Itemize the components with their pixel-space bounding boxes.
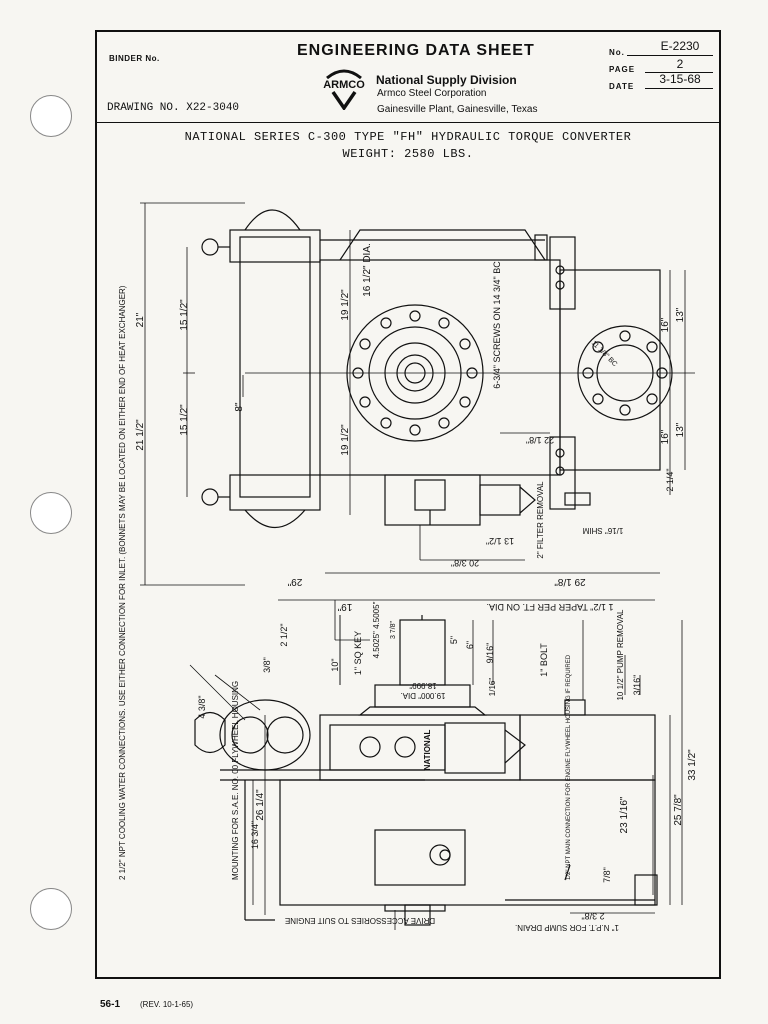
dim-1-16-label: 1/16": [488, 678, 497, 697]
national-brand: NATIONAL: [423, 730, 432, 771]
dim-2-quarter-label: 2 1/4": [665, 468, 675, 491]
dim-29-label: 29": [287, 576, 302, 587]
dim-13-b2-label: 13 1/2": [486, 536, 514, 546]
dim-26-quarter-label: 26 1/4": [255, 789, 266, 821]
armco-logo-icon: ARMCO: [323, 69, 365, 110]
dim-22-1-8-label: 22 1/8": [526, 435, 554, 445]
screws-note: 6-3/4" SCREWS ON 14 3/4" BC: [492, 261, 502, 389]
side-view-outline: [194, 615, 658, 926]
shaft-dia-label: 4.5025" 4.5005": [372, 601, 381, 658]
bolt-note: 1" BOLT: [539, 643, 549, 677]
dim-8-label: 8": [234, 402, 245, 412]
binder-hole-bottom: [30, 888, 72, 930]
dim-16-3-4-label: 16 3/4": [250, 821, 260, 849]
dim-33-half-label: 33 1/2": [687, 749, 695, 781]
drawing-number: DRAWING NO. X22-3040: [107, 102, 240, 114]
dim-3-7-8-label: 3 7/8": [390, 620, 397, 639]
binder-hole-middle: [30, 492, 72, 534]
binder-hole-top: [30, 95, 72, 137]
dim-9-16-label: 9/16": [485, 643, 495, 664]
data-sheet-frame: BINDER No. ENGINEERING DATA SHEET ARMCO …: [95, 30, 721, 979]
sump-note: 1" N.P.T. FOR SUMP DRAIN.: [515, 923, 619, 932]
dim-13-a-label: 13": [675, 307, 686, 322]
plant-location: Gainesville Plant, Gainesville, Texas: [377, 104, 538, 115]
dia-16-half-label: 16 1/2" DIA.: [362, 243, 373, 297]
dim-5-label: 5": [449, 636, 459, 644]
npt-note: 1/2" NPT MAIN CONNECTION FOR ENGINE FLYW…: [566, 654, 572, 880]
cooling-note: 2 1/2" NPT COOLING WATER CONNECTIONS. US…: [118, 285, 127, 880]
dim-15-half-b-label: 15 1/2": [179, 404, 190, 436]
header-divider: [97, 122, 719, 123]
page-value: 2: [676, 57, 684, 71]
dim-23-1-16-label: 23 1/16": [619, 796, 630, 833]
date-label: DATE: [609, 82, 635, 91]
division-name: National Supply Division: [376, 73, 517, 87]
dim-2-half-label: 2 1/2": [279, 623, 289, 646]
dim-16-b-label: 16": [660, 429, 671, 444]
mounting-note: MOUNTING FOR S.A.E. NO. 00 FLYWHEEL HOUS…: [231, 681, 240, 880]
dim-19-half-a-label: 19 1/2": [340, 289, 351, 321]
dim-10-label: 10": [330, 658, 340, 671]
dim-15-half-a-label: 15 1/2": [179, 299, 190, 331]
dim-20-3-8-label: 20 3/8": [451, 558, 479, 568]
dim-21-label: 21": [135, 312, 146, 327]
side-view-dimensions: [189, 599, 683, 930]
number-value: E-2230: [660, 39, 700, 53]
dim-3-16-label: 3/16": [632, 675, 642, 696]
dim-2-3-8-label: 2 3/8": [581, 911, 604, 921]
sheet-title: ENGINEERING DATA SHEET: [297, 42, 535, 59]
dim-16-a-label: 16": [660, 317, 671, 332]
dim-29-b-label: 29 1/8": [554, 576, 586, 587]
pump-removal-note: 10 1/2" PUMP REMOVAL: [616, 609, 625, 701]
dim-7-8-label: 7/8": [602, 867, 612, 883]
number-underline: [627, 55, 713, 56]
dim-6-label: 6": [465, 641, 475, 649]
date-underline: [645, 88, 713, 89]
dim-19-half-b-label: 19 1/2": [340, 424, 351, 456]
top-view-outline: [201, 209, 673, 529]
dia-19-label: 19.000" DIA.: [400, 691, 445, 700]
page-underline: [645, 72, 713, 73]
taper-note: 1 1/2" TAPER PER FT. ON DIA.: [487, 602, 614, 612]
dim-19-label: 19": [337, 601, 352, 612]
footer-revision: (REV. 10-1-65): [140, 1000, 194, 1009]
corporation-name: Armco Steel Corporation: [377, 88, 487, 99]
converter-title: NATIONAL SERIES C-300 TYPE "FH" HYDRAULI…: [184, 130, 632, 144]
number-label: No.: [609, 48, 625, 57]
binder-label: BINDER No.: [109, 54, 160, 63]
drive-note: DRIVE ACCESSORIES TO SUIT ENGINE: [285, 916, 435, 925]
dim-25-7-8-label: 25 7/8": [673, 794, 684, 826]
page-label: PAGE: [609, 65, 636, 74]
key-note: 1" SQ KEY: [353, 631, 363, 675]
svg-text:ARMCO: ARMCO: [323, 79, 365, 91]
bc-small-label: 11 1/8" BC: [590, 340, 618, 368]
top-view-dimensions: [140, 202, 695, 586]
date-value: 3-15-68: [659, 72, 701, 86]
converter-weight: WEIGHT: 2580 LBS.: [342, 147, 474, 161]
small-flange-bolts: [582, 330, 668, 416]
dia-18-label: 18.999": [409, 681, 436, 690]
footer-page-code: 56-1: [100, 999, 121, 1010]
dim-13-b-label: 13": [675, 422, 686, 437]
converter-drawing: 21" 21 1/2" 15 1/2" 15 1/2" 8" 19 1/2" 1…: [118, 202, 695, 932]
shim-note: 1/16" SHIM: [582, 526, 623, 535]
dim-21-half-label: 21 1/2": [135, 419, 146, 451]
dim-4-3-8-label: 4 3/8": [197, 695, 207, 718]
filter-removal-note: 2" FILTER REMOVAL: [536, 481, 545, 559]
dim-3-8-label: 3/8": [262, 657, 272, 673]
